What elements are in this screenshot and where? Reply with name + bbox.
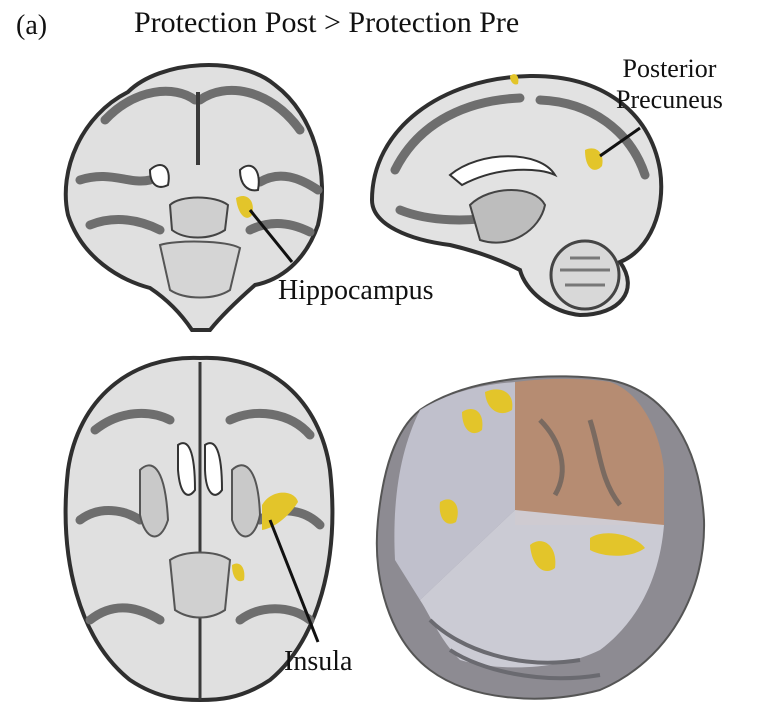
label-precuneus-line1: Posterior <box>622 54 717 83</box>
label-insula: Insula <box>284 646 353 677</box>
label-posterior-precuneus: Posterior Precuneus <box>616 54 723 115</box>
panel-label: (a) <box>16 10 48 41</box>
label-precuneus-line2: Precuneus <box>616 84 723 114</box>
figure-title: Protection Post > Protection Pre <box>134 6 520 39</box>
label-hippocampus: Hippocampus <box>278 275 434 306</box>
